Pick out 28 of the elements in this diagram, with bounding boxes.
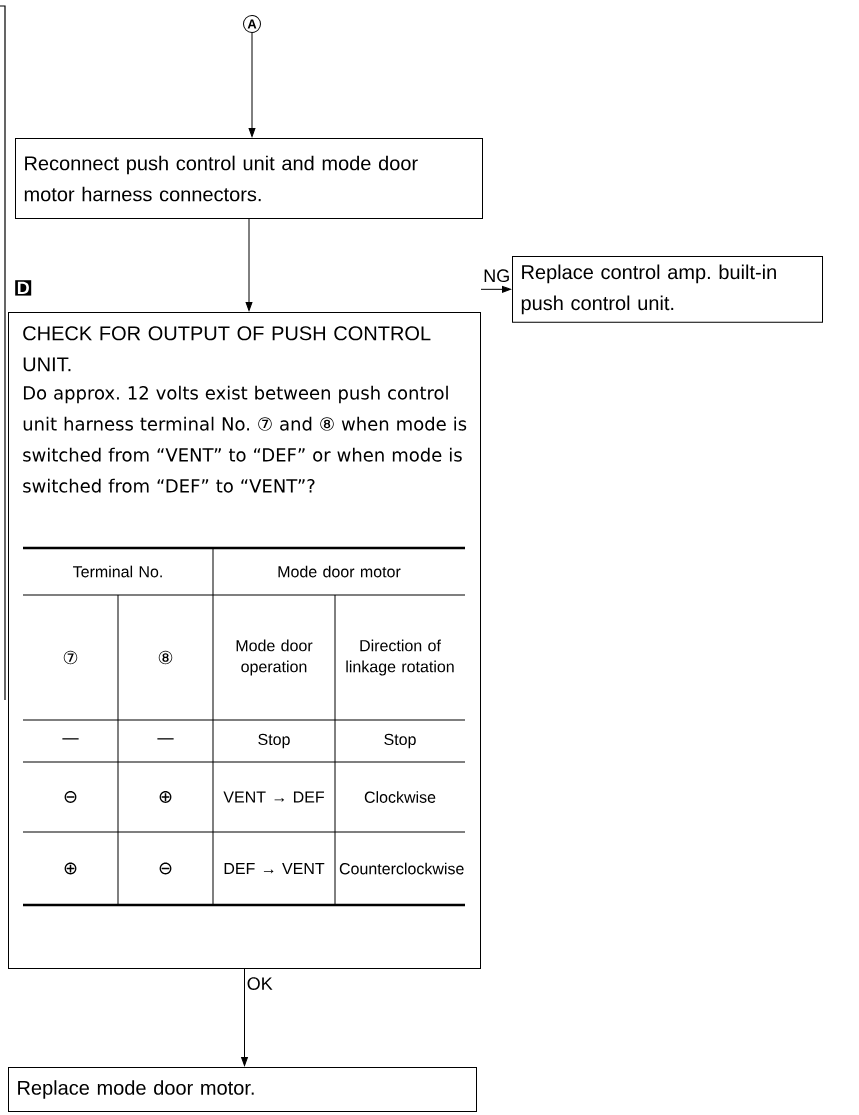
arrow [241, 968, 248, 1066]
table-cell: DEF → VENT [224, 863, 325, 874]
edge-label: OK [247, 977, 273, 990]
table-cell: VENT → DEF [223, 791, 324, 803]
arrow [245, 218, 253, 311]
section-badge: D [15, 280, 32, 296]
table-cell: Stop [384, 733, 416, 749]
process-box: Replace control amp. built-in push control unit. [512, 256, 823, 323]
arrow [248, 32, 256, 137]
table-cell: ⊕ [159, 791, 172, 803]
table-cell: Direction of linkage rotation [346, 639, 454, 676]
table-cell: — [157, 738, 174, 740]
table-cell: Stop [258, 733, 290, 749]
table-cell: Mode door operation [236, 639, 313, 676]
table-cell: ⑧ [158, 650, 173, 665]
table-cell: Terminal No. [73, 565, 162, 578]
table-cell: — [62, 738, 79, 740]
process-box: Replace mode door motor. [8, 1067, 477, 1112]
table-cell: Mode door motor [278, 565, 401, 578]
edge-label: NG [484, 269, 509, 283]
table-cell: ⊖ [159, 862, 172, 875]
table-cell: Counterclockwise [339, 862, 464, 875]
table-cell: ⊖ [64, 791, 77, 803]
table-cell: ⊕ [64, 862, 77, 875]
table-cell: ⑦ [63, 650, 78, 665]
arrow [480, 285, 511, 293]
table-cell: Clockwise [364, 791, 436, 803]
process-box: Reconnect push control unit and mode door motor harness connectors. [15, 138, 483, 219]
